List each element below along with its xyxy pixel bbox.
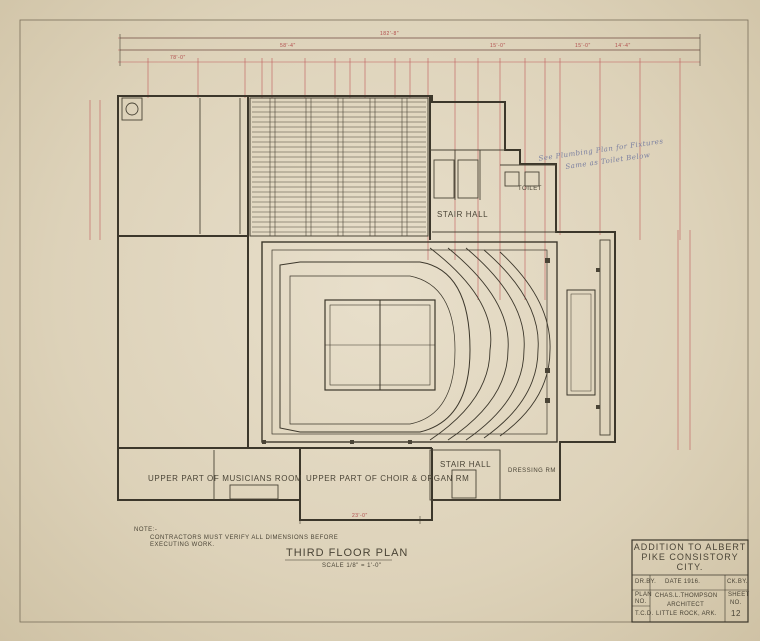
title-block-plan: PLAN <box>635 592 652 598</box>
title-block-checked: CK.BY. <box>727 579 748 585</box>
dimension-3: 15'-0" <box>490 43 506 49</box>
title-block-date: DATE 1916. <box>665 579 701 585</box>
note-line-2: EXECUTING WORK. <box>150 542 215 548</box>
red-dimension-grid <box>89 37 700 450</box>
dimension-2: 78'-0" <box>170 55 186 61</box>
overall-dimension: 182'-8" <box>380 31 400 37</box>
dimension-1: 58'-4" <box>280 43 296 49</box>
bottom-dimension: 23'-0" <box>352 513 368 519</box>
title-block-no: NO. <box>635 599 647 605</box>
room-stair-hall-top: STAIR HALL <box>437 210 489 219</box>
balcony-tiers <box>429 247 551 441</box>
sheet-border <box>19 19 749 623</box>
title-block-sheet-number: 12 <box>731 609 741 618</box>
room-toilet: TOILET <box>518 186 542 192</box>
title-block-sheet: SHEET <box>728 592 750 598</box>
room-musicians: UPPER PART OF MUSICIANS ROOM <box>148 474 303 483</box>
joist-lines <box>252 101 426 233</box>
note-header: NOTE:- <box>134 527 158 533</box>
title-block-sheet-no: NO. <box>730 600 742 606</box>
building-walls <box>117 95 616 521</box>
title-block-location: LITTLE ROCK, ARK. <box>656 611 717 617</box>
drawing-title: THIRD FLOOR PLAN <box>286 547 409 559</box>
room-stair-hall-bottom: STAIR HALL <box>440 460 492 469</box>
title-block-line3: CITY. <box>676 562 704 572</box>
title-block-architect-name: CHAS.L.THOMPSON <box>655 593 718 599</box>
title-block-drawn-by: DR.BY. <box>635 579 657 585</box>
interior-walls <box>121 97 611 501</box>
room-choir-organ: UPPER PART OF CHOIR & ORGAN RM <box>306 474 470 483</box>
note-line-1: CONTRACTORS MUST VERIFY ALL DIMENSIONS B… <box>150 535 339 541</box>
title-block-tcd: T.C.D. <box>635 611 654 617</box>
title-block-line1: ADDITION TO ALBERT <box>633 542 747 552</box>
auditorium <box>261 241 596 443</box>
title-block-frame <box>631 539 749 623</box>
dimension-5: 14'-4" <box>615 43 631 49</box>
dimension-4: 15'-0" <box>575 43 591 49</box>
title-block-line2: PIKE CONSISTORY <box>641 552 739 562</box>
ink-dimension-lines <box>119 34 701 524</box>
drawing-scale: SCALE 1/8" = 1'-0" <box>322 563 382 569</box>
room-dressing: DRESSING RM <box>508 468 556 474</box>
title-block-architect-title: ARCHITECT <box>667 602 705 608</box>
columns <box>262 258 600 444</box>
